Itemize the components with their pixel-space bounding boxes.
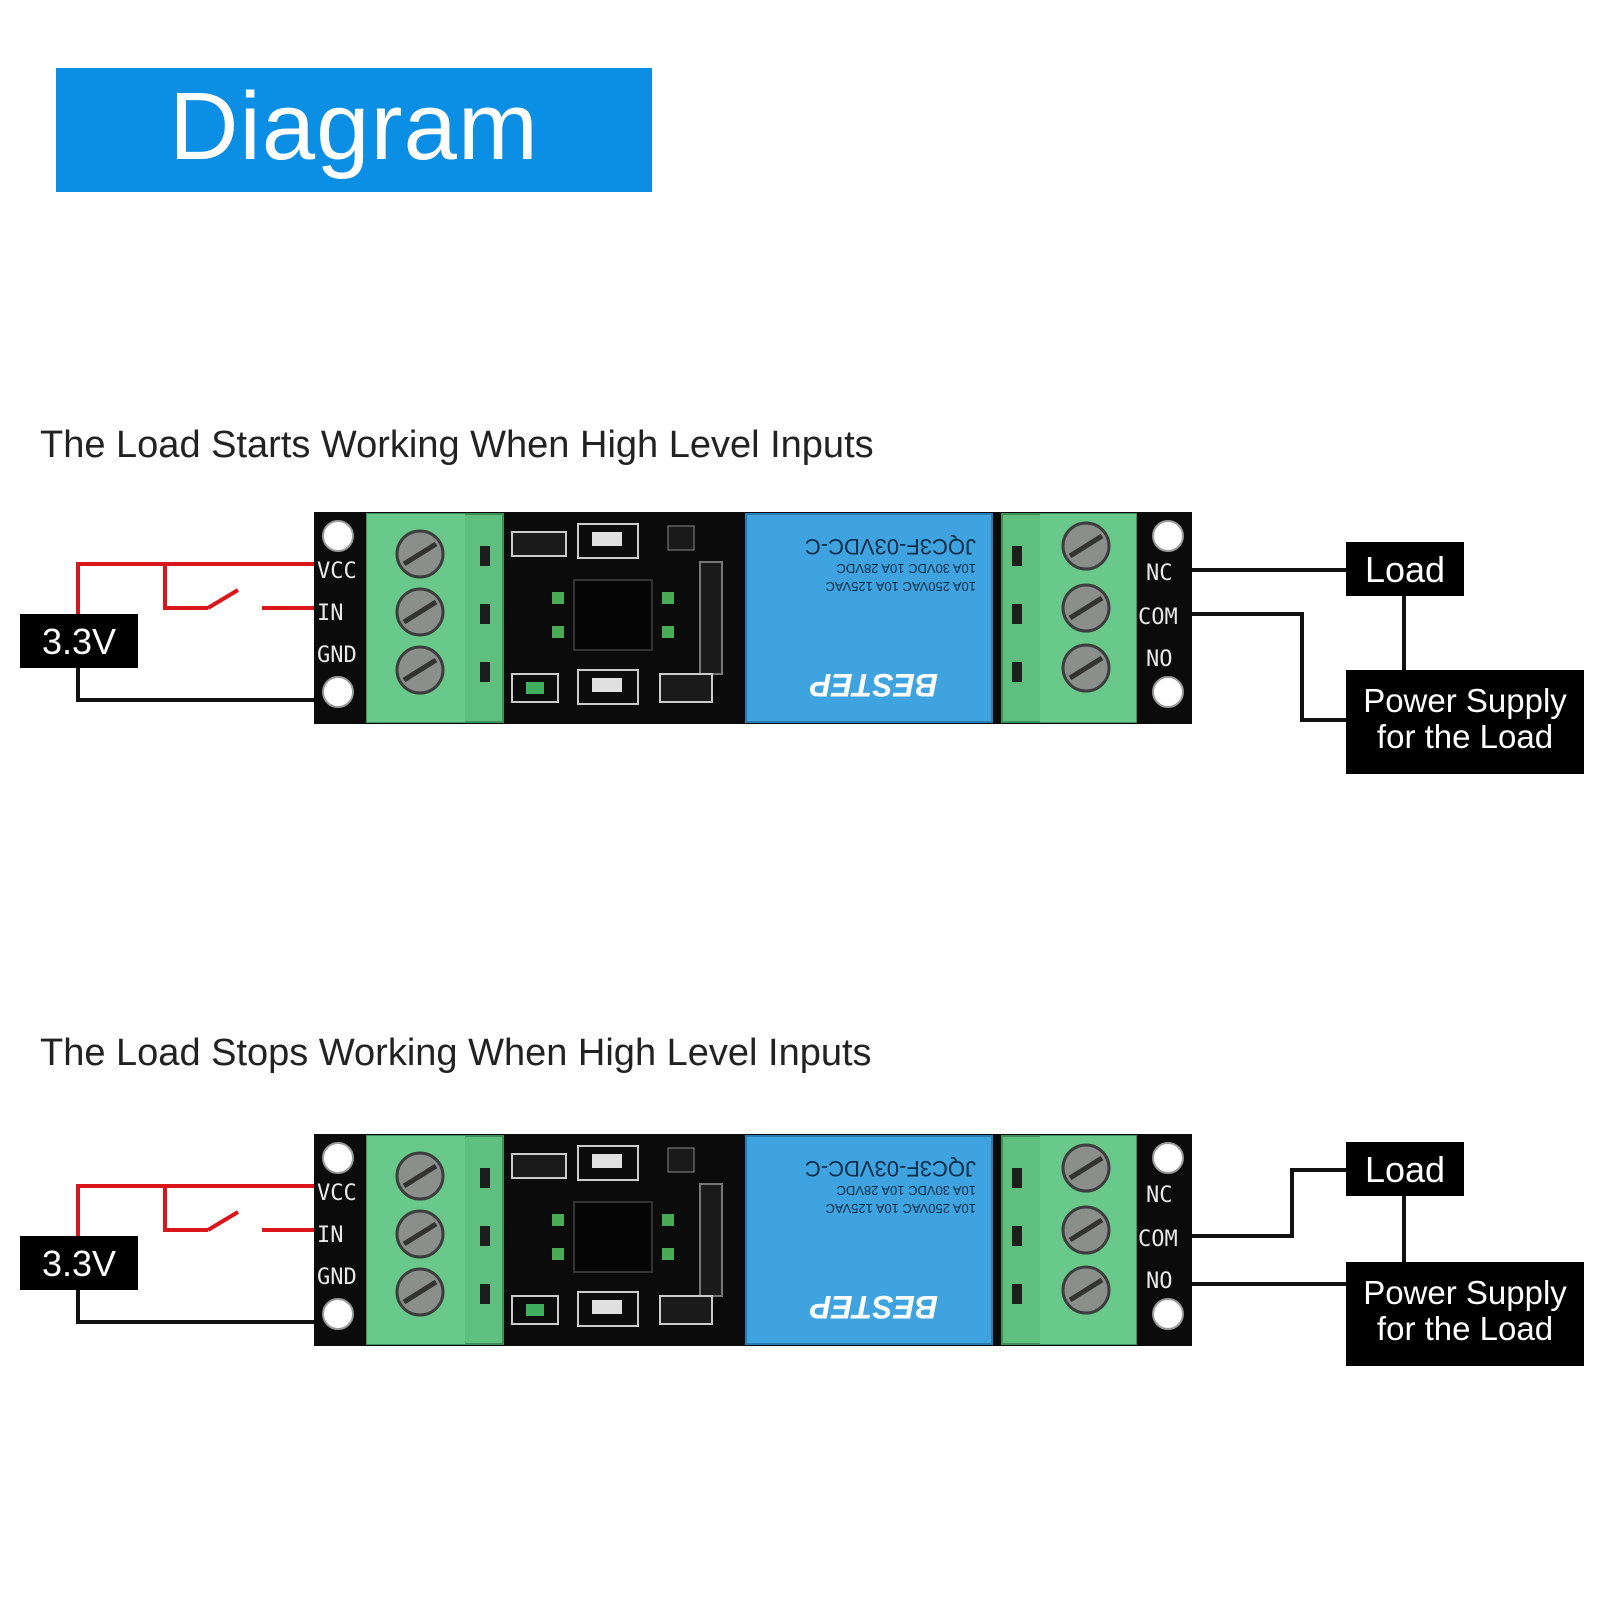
diode <box>699 1183 723 1297</box>
led-indicator <box>526 682 544 694</box>
relay-model: JQC3F-03VDC-C <box>805 534 976 559</box>
screw-icon <box>1061 521 1111 571</box>
mount-hole <box>1152 676 1184 708</box>
mount-hole <box>322 1298 354 1330</box>
screw-icon <box>1061 583 1111 633</box>
page-title: Diagram <box>169 73 539 180</box>
terminal-slot <box>480 1284 490 1304</box>
output-wiring-1: Load Power Supply for the Load <box>1192 542 1584 774</box>
smd-components <box>511 1145 723 1327</box>
terminal-slot <box>480 546 490 566</box>
pin-label-nc: NC <box>1146 1183 1173 1208</box>
switch-lever <box>206 1210 240 1232</box>
input-wiring-2: 3.3V <box>20 1184 314 1324</box>
switch-wire-a <box>163 1186 208 1232</box>
mount-hole <box>1152 1142 1184 1174</box>
screw-icon <box>395 645 445 695</box>
terminal-slot <box>1012 604 1022 624</box>
pin-label-no: NO <box>1146 647 1173 672</box>
pin-label-gnd: GND <box>317 1265 357 1290</box>
terminal-slot <box>1012 662 1022 682</box>
relay-markings: JQC3F-03VDC-C 10A 30VDC 10A 28VDC 10A 25… <box>805 1156 976 1325</box>
relay-board-2: VCC IN GND <box>314 1134 1192 1346</box>
section-2-caption: The Load Stops Working When High Level I… <box>40 1032 872 1074</box>
vcc-wire <box>76 1184 314 1244</box>
relay-rating-1: 10A 30VDC 10A 28VDC <box>837 1183 976 1198</box>
terminal-slot <box>480 1168 490 1188</box>
load-box <box>1346 1142 1464 1196</box>
optocoupler <box>573 579 653 651</box>
screw-icon <box>395 1267 445 1317</box>
relay-markings: JQC3F-03VDC-C 10A 30VDC 10A 28VDC 10A 25… <box>805 534 976 703</box>
screw-icon <box>395 1209 445 1259</box>
optocoupler <box>573 1201 653 1273</box>
power-supply-box <box>1346 1262 1584 1366</box>
power-supply-label-1: Power Supply <box>1363 1274 1567 1311</box>
relay-rating-2: 10A 250VAC 10A 125VAC <box>825 1201 976 1216</box>
power-supply-label-1: Power Supply <box>1363 682 1567 719</box>
diode <box>699 561 723 675</box>
com-wire <box>1192 612 1346 722</box>
voltage-box <box>20 614 138 668</box>
mount-hole <box>1152 520 1184 552</box>
load-label: Load <box>1365 1149 1445 1190</box>
terminal-slot <box>480 604 490 624</box>
screw-icon <box>1061 643 1111 693</box>
voltage-label: 3.3V <box>42 621 116 662</box>
pin-label-com: COM <box>1138 1227 1178 1252</box>
mount-hole <box>322 520 354 552</box>
screw-icon <box>395 529 445 579</box>
pin-label-in: IN <box>317 601 344 626</box>
relay-model: JQC3F-03VDC-C <box>805 1156 976 1181</box>
mount-hole <box>322 1142 354 1174</box>
power-supply-box <box>1346 670 1584 774</box>
screw-icon <box>1061 1205 1111 1255</box>
title-banner: Diagram <box>56 68 652 192</box>
voltage-label: 3.3V <box>42 1243 116 1284</box>
terminal-slot <box>480 662 490 682</box>
relay-board-1: VCC IN GND <box>314 512 1192 724</box>
terminal-slot <box>1012 1168 1022 1188</box>
screw-icon <box>1061 1265 1111 1315</box>
pin-label-com: COM <box>1138 605 1178 630</box>
relay-rating-2: 10A 250VAC 10A 125VAC <box>825 579 976 594</box>
pin-label-vcc: VCC <box>317 1181 357 1206</box>
section-1-caption: The Load Starts Working When High Level … <box>40 424 874 466</box>
pin-label-gnd: GND <box>317 643 357 668</box>
terminal-slot <box>480 1226 490 1246</box>
com-wire <box>1192 1168 1346 1238</box>
power-supply-label-2: for the Load <box>1377 718 1553 755</box>
switch-wire-a <box>163 564 208 610</box>
wiring-diagram-2: 3.3V VCC IN GND <box>20 1134 1584 1366</box>
input-wiring-1: 3.3V <box>20 562 314 702</box>
terminal-slot <box>1012 546 1022 566</box>
pin-label-in: IN <box>317 1223 344 1248</box>
mount-hole <box>322 676 354 708</box>
load-box <box>1346 542 1464 596</box>
smd-components <box>511 523 723 705</box>
led-indicator <box>526 1304 544 1316</box>
load-label: Load <box>1365 549 1445 590</box>
pin-label-vcc: VCC <box>317 559 357 584</box>
relay <box>745 1135 993 1345</box>
mount-hole <box>1152 1298 1184 1330</box>
screw-icon <box>395 587 445 637</box>
terminal-slot <box>1012 1284 1022 1304</box>
screw-icon <box>395 1151 445 1201</box>
pin-label-nc: NC <box>1146 561 1173 586</box>
relay-rating-1: 10A 30VDC 10A 28VDC <box>837 561 976 576</box>
voltage-box <box>20 1236 138 1290</box>
switch-lever <box>206 588 240 610</box>
vcc-wire <box>76 562 314 622</box>
pin-label-no: NO <box>1146 1269 1173 1294</box>
relay <box>745 513 993 723</box>
wiring-diagram-1: 3.3V VCC IN GND <box>20 512 1584 774</box>
output-wiring-2: Load Power Supply for the Load <box>1192 1142 1584 1366</box>
relay-brand: BESTEP <box>809 667 938 703</box>
terminal-slot <box>1012 1226 1022 1246</box>
screw-icon <box>1061 1143 1111 1193</box>
power-supply-label-2: for the Load <box>1377 1310 1553 1347</box>
relay-brand: BESTEP <box>809 1289 938 1325</box>
